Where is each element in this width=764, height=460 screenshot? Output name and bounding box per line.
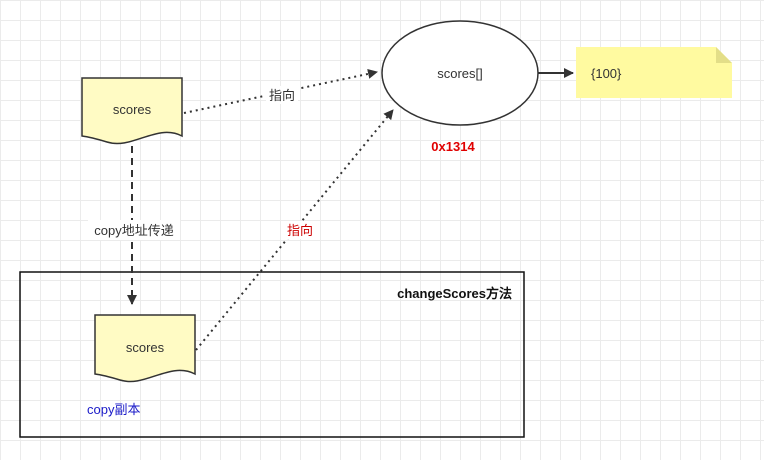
node-scores-copy-label: scores bbox=[126, 340, 165, 355]
method-title: changeScores方法 bbox=[397, 286, 512, 301]
node-array-label: scores[] bbox=[437, 66, 483, 81]
edge-copy-transfer-label: copy地址传递 bbox=[94, 223, 173, 238]
node-value-note-label: {100} bbox=[591, 66, 622, 81]
address-label: 0x1314 bbox=[431, 139, 475, 154]
copy-replica-label: copy副本 bbox=[87, 402, 140, 417]
node-scores-main-label: scores bbox=[113, 102, 152, 117]
edge-points-to-copy[interactable] bbox=[195, 109, 394, 351]
node-value-note[interactable] bbox=[576, 47, 732, 98]
node-array[interactable] bbox=[381, 20, 539, 126]
edge-points-to-copy-label: 指向 bbox=[287, 223, 313, 238]
method-container[interactable] bbox=[19, 271, 525, 438]
note-fold-icon bbox=[716, 47, 732, 63]
node-scores-main[interactable] bbox=[81, 77, 183, 145]
node-scores-copy[interactable] bbox=[94, 314, 196, 383]
edge-points-to-top-label: 指向 bbox=[269, 88, 295, 103]
